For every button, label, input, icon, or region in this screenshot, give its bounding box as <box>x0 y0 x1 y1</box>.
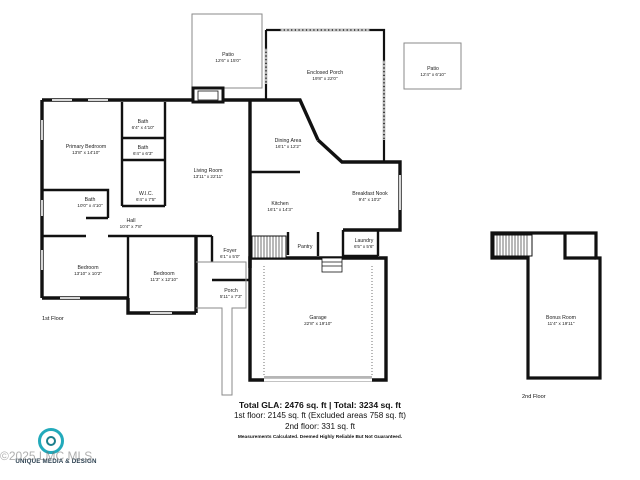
label-dining-area: Dining Area <box>275 138 302 144</box>
dims-bath-1: 6'4" x 4'10" <box>132 125 155 130</box>
label-laundry: Laundry <box>355 238 374 244</box>
label-foyer: Foyer <box>223 248 237 254</box>
dims-bath-2: 6'4" x 6'3" <box>133 151 153 156</box>
label-living-room: Living Room <box>194 168 223 174</box>
dims-patio-side: 12'4" x 6'10" <box>420 72 446 77</box>
mls-watermark: ©2025 LMC MLS <box>0 449 93 463</box>
dims-bedroom-2: 11'3" x 12'10" <box>150 277 178 282</box>
dims-primary-bedroom: 13'8" x 14'10" <box>72 150 100 155</box>
label-pantry: Pantry <box>298 244 313 250</box>
label-garage: Garage <box>309 315 326 321</box>
house-walls <box>40 98 402 382</box>
dims-living-room: 13'11" x 22'11" <box>193 174 223 179</box>
dims-porch: 5'11" x 7'3" <box>220 294 243 299</box>
patio-back-outline <box>191 13 263 89</box>
second-floor-walls <box>490 231 602 380</box>
dims-bonus-room: 11'4" x 19'11" <box>547 321 574 326</box>
label-breakfast-nook: Breakfast Nook <box>352 191 388 197</box>
total-area: Total GLA: 2476 sq. ft | Total: 3234 sq.… <box>238 400 402 410</box>
dims-wic: 6'4" x 7'5" <box>136 197 156 202</box>
label-enclosed-porch: Enclosed Porch <box>307 70 343 76</box>
camera-aperture-icon <box>38 428 64 454</box>
interior-walls <box>42 102 380 298</box>
dims-enclosed-porch: 19'8" x 22'0" <box>312 76 338 81</box>
label-hall: Hall <box>127 218 136 224</box>
dims-bedroom-1: 13'10" x 10'2" <box>74 271 102 276</box>
dims-hall: 10'4" x 7'8" <box>120 224 143 229</box>
label-bedroom-2: Bedroom <box>153 271 174 277</box>
label-porch: Porch <box>224 288 238 294</box>
enclosed-porch-walls <box>250 28 386 162</box>
dims-garage: 22'8" x 19'10" <box>304 321 332 326</box>
floor-label-first: 1st Floor <box>42 316 64 322</box>
company-name: UNIQUE MEDIA & DESIGN <box>15 458 97 465</box>
floor-label-second: 2nd Floor <box>522 394 546 400</box>
room-labels: Patio 12'6" x 15'0" Enclosed Porch 19'8"… <box>42 52 576 400</box>
label-kitchen: Kitchen <box>271 201 288 207</box>
dims-foyer: 6'1" x 5'0" <box>220 254 240 259</box>
label-patio-back: Patio <box>222 52 234 58</box>
fireplace <box>191 86 225 104</box>
label-bath-2: Bath <box>138 145 149 151</box>
second-floor-area: 2nd floor: 331 sq. ft <box>284 422 356 431</box>
porch-windows <box>265 29 385 140</box>
measurement-disclaimer: Measurements Calculated. Deemed Highly R… <box>237 435 403 440</box>
label-wic: W.I.C. <box>139 191 153 197</box>
dims-laundry: 6'5" x 5'6" <box>354 244 374 249</box>
garage-steps <box>321 257 343 273</box>
stairs-upper <box>493 234 533 257</box>
label-patio-side: Patio <box>427 66 439 72</box>
dims-kitchen: 16'1" x 14'3" <box>267 207 293 212</box>
front-porch <box>196 261 247 396</box>
label-bath-1: Bath <box>138 119 149 125</box>
dims-breakfast-nook: 9'4" x 10'2" <box>359 197 382 202</box>
dims-bath-3: 10'0" x 4'10" <box>77 203 103 208</box>
company-logo: UNIQUE MEDIA & DESIGN <box>6 428 106 470</box>
stairs-main <box>251 235 287 259</box>
label-bedroom-1: Bedroom <box>77 265 98 271</box>
label-bonus-room: Bonus Room <box>546 315 576 321</box>
dims-patio-back: 12'6" x 15'0" <box>215 58 241 63</box>
label-bath-3: Bath <box>85 197 96 203</box>
dims-dining-area: 16'1" x 12'2" <box>275 144 301 149</box>
label-primary-bedroom: Primary Bedroom <box>66 144 106 150</box>
garage-door <box>263 266 373 382</box>
first-floor-area: 1st floor: 2145 sq. ft (Excluded areas 7… <box>233 411 407 420</box>
patio-side-outline <box>403 42 462 90</box>
